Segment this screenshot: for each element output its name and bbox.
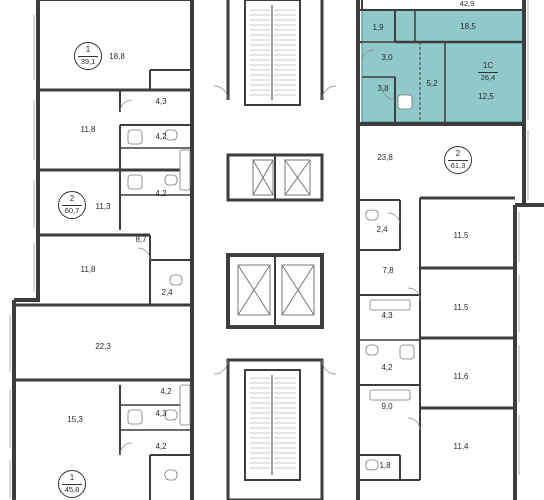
room-area: 15,3 [67,415,83,424]
right-bathrooms [365,94,415,471]
highlighted-apartment[interactable] [361,9,525,123]
room-area: 2,4 [376,225,388,234]
room-area: 4,2 [155,132,167,141]
room-area: 22,3 [95,342,111,351]
room-area: 12,5 [478,92,494,101]
stair-icon [250,9,296,469]
left-bathrooms [127,129,191,481]
core-walls [226,0,324,500]
room-area: 4,3 [381,311,393,320]
unit-total-area: 39,1 [80,57,96,67]
room-area: 1,8 [379,461,391,470]
room-area: 11,5 [453,303,469,312]
unit-total-area: 61,3 [450,161,466,171]
left-windows [9,15,35,498]
right-section-walls [356,0,544,500]
room-area: 11,8 [80,265,96,274]
room-area: 23,8 [377,153,393,162]
badge-divider [62,484,82,485]
room-area: 7,8 [382,266,394,275]
room-area: 3,0 [381,53,393,62]
room-area: 11,3 [95,202,111,211]
right-windows [518,0,529,475]
unit-badge-right-middle[interactable]: 2 61,3 [444,146,472,174]
room-area: 4,2 [155,442,167,451]
room-area: 5,2 [426,79,438,88]
room-area: 1,9 [372,23,384,32]
room-area: 8,7 [135,235,147,244]
unit-badge-right-top[interactable]: 42,9 [454,0,480,10]
unit-total-area: 60,7 [64,206,80,216]
unit-badge-right-highlight[interactable]: 1С 26,4 [475,59,501,85]
room-area: 18,5 [460,22,476,31]
room-area: 4,2 [381,363,393,372]
room-area: 2,4 [161,288,173,297]
badge-divider [448,160,468,161]
room-area: 4,3 [155,409,167,418]
badge-divider [62,205,82,206]
unit-badge-left-top[interactable]: 1 39,1 [74,42,102,70]
unit-total-area: 42,9 [459,0,475,9]
room-area: 11,6 [453,372,469,381]
room-area: 18,8 [109,52,125,61]
unit-badge-left-bottom[interactable]: 1 45,8 [58,470,86,498]
badge-divider [78,56,98,57]
room-area: 4,2 [160,387,172,396]
room-area: 11,5 [453,231,469,240]
left-section-walls [12,0,194,500]
unit-badge-left-middle[interactable]: 2 60,7 [58,191,86,219]
room-area: 9,0 [381,402,393,411]
unit-number: 1С [482,60,494,70]
elevator-icon [237,159,315,316]
room-area: 11,8 [80,125,96,134]
room-area: 11,4 [453,442,469,451]
room-area: 4,2 [155,189,167,198]
unit-number: 1 [69,472,75,482]
unit-number: 2 [455,148,461,158]
unit-total-area: 45,8 [64,485,80,495]
unit-number: 2 [69,193,75,203]
room-area: 4,3 [155,97,167,106]
door-swing-icon [119,49,421,456]
unit-total-area: 26,4 [480,73,496,83]
room-area: 3,8 [377,84,389,93]
unit-number: 1 [85,44,91,54]
badge-divider [478,72,498,73]
